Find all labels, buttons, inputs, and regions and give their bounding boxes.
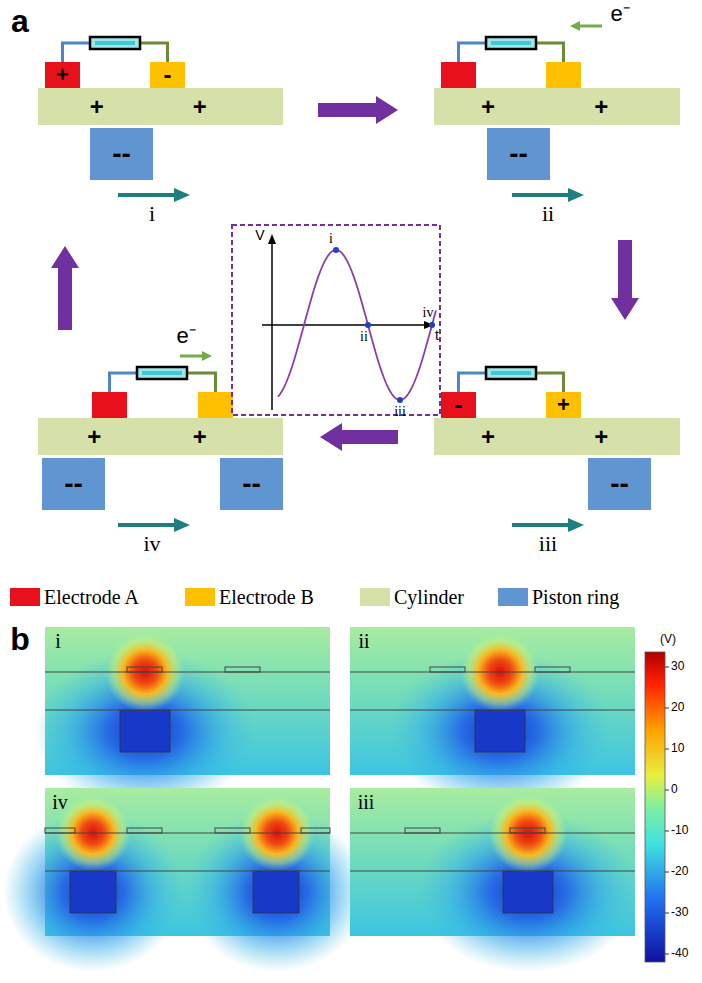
tick-value: 0 [671,783,678,796]
axis-label: t [435,328,439,343]
cylinder: ++ [38,418,283,455]
piston-ring: -- [588,458,651,510]
legend-text: Piston ring [532,587,619,607]
electron-label: e⁻ [176,324,195,348]
panel-letter: b [10,622,30,657]
piston-ring: -- [90,128,153,180]
tick-value: 20 [671,701,684,714]
cylinder: ++ [434,88,680,125]
piston-ring: -- [42,458,105,510]
cylinder: ++ [434,418,680,455]
curve-point: iv [423,305,434,320]
charge-sign: -- [610,470,629,498]
piston-ring: -- [220,458,283,510]
tick-value: 10 [671,742,684,755]
axis-label: V [255,228,264,243]
tick-value: -30 [671,906,688,919]
charge-sign: + [56,64,69,86]
map-label: i [55,630,61,652]
legend-text: Cylinder [394,587,464,607]
charge-sign: + [90,95,104,119]
panel-letter: a [11,4,29,39]
legend-swatch [498,588,528,606]
charge-sign: + [193,425,207,449]
electron-label: e⁻ [610,2,629,26]
charge-sign: + [193,95,207,119]
state-label: iv [143,532,160,556]
curve-point: iii [394,404,406,419]
state-label: i [149,202,155,226]
charge-sign: - [164,63,172,87]
tick-value: 30 [671,660,684,673]
charge-sign: + [594,95,608,119]
unit-label: (V) [660,633,676,646]
charge-sign: + [594,425,608,449]
cylinder: ++ [38,88,283,125]
map-label: iii [358,791,375,813]
charge-sign: - [455,393,463,417]
electrode-a: - [441,392,476,418]
legend-text: Electrode A [44,587,139,607]
electrode-a: + [45,62,80,88]
tick-value: -10 [671,824,688,837]
charge-sign: + [481,425,495,449]
charge-sign: + [481,95,495,119]
legend-swatch [360,588,390,606]
piston-ring: -- [487,128,550,180]
charge-sign: -- [242,470,261,498]
electrode-b: - [150,62,185,88]
charge-sign: -- [64,470,83,498]
curve-point: ii [360,329,368,344]
tick-value: -20 [671,865,688,878]
map-label: ii [358,630,369,652]
legend-swatch [185,588,215,606]
legend-swatch [10,588,40,606]
state-label: iii [539,532,557,556]
legend-text: Electrode B [219,587,314,607]
electrode-b: + [546,392,581,418]
state-label: ii [542,202,554,226]
curve-point: i [329,231,333,246]
charge-sign: -- [112,140,131,168]
charge-sign: + [87,425,101,449]
tick-value: -40 [671,947,688,960]
map-label: iv [52,791,68,813]
charge-sign: -- [509,140,528,168]
charge-sign: + [557,394,570,416]
